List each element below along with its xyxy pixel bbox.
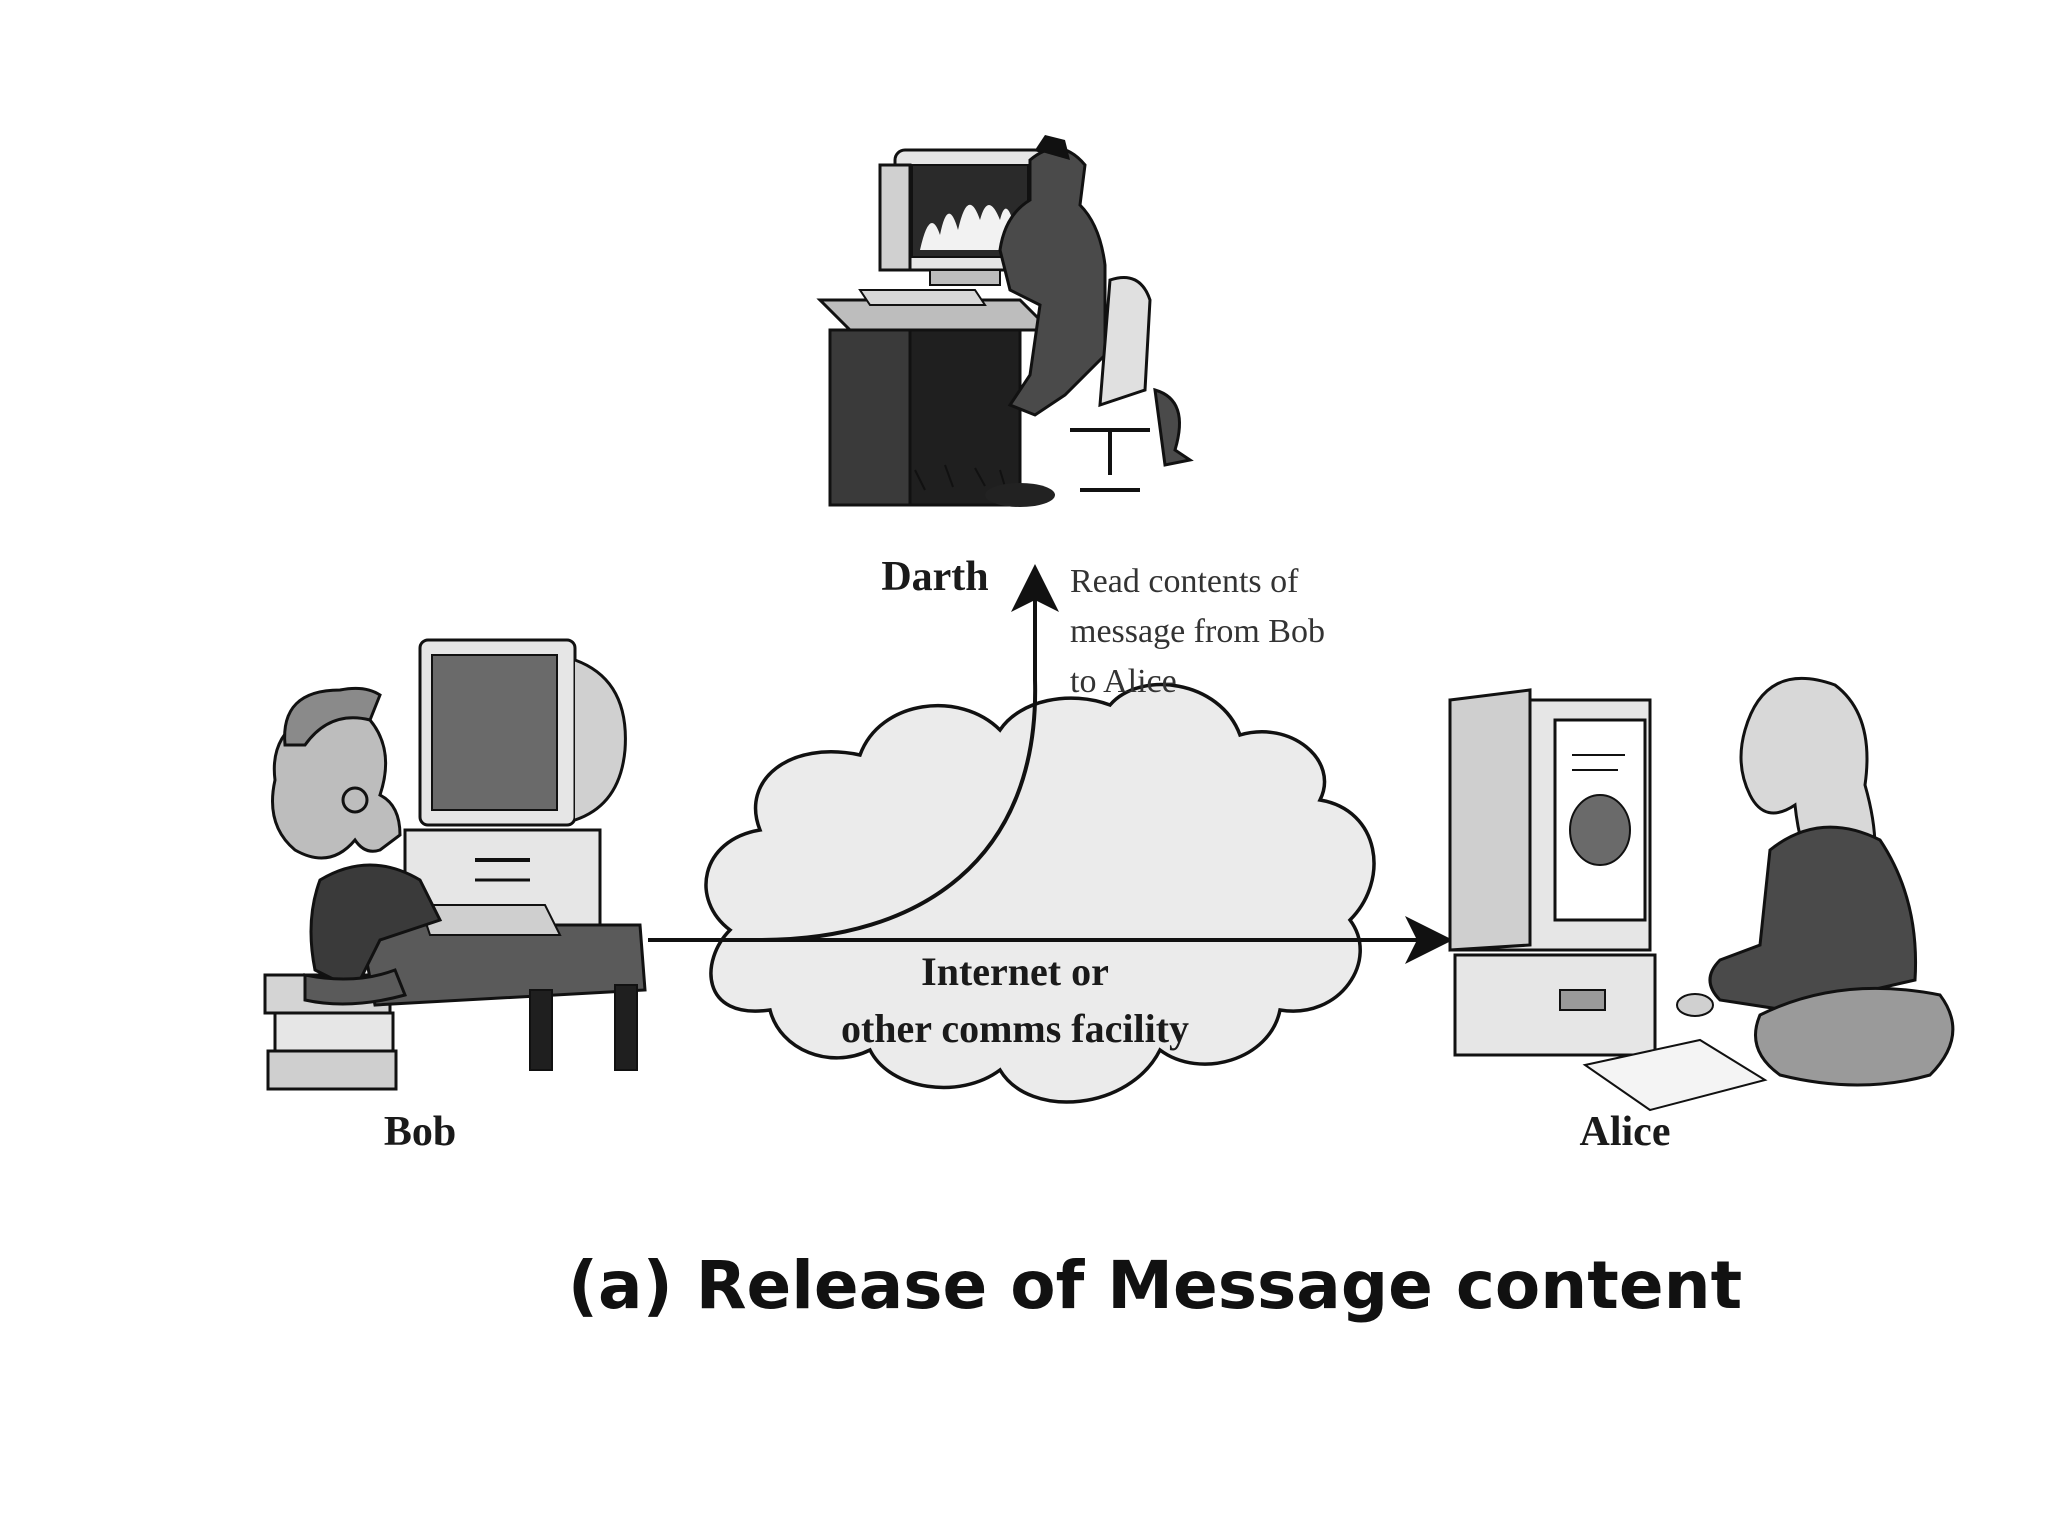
darth-illustration — [816, 135, 1194, 507]
darth-label: Darth — [881, 554, 988, 600]
alice-label: Alice — [1580, 1109, 1671, 1155]
message-flow — [648, 564, 1453, 964]
bob-label: Bob — [384, 1109, 456, 1155]
annotation-line3: to Alice — [1070, 663, 1177, 700]
alice-illustration — [1448, 676, 1955, 1112]
eavesdrop-arrow-to-darth — [759, 564, 1059, 942]
network-label-line1: Internet or — [921, 949, 1109, 994]
eavesdrop-annotation: Read contents of message from Bob to Ali… — [1070, 563, 1325, 700]
network-cloud: Internet or other comms facility — [704, 682, 1376, 1104]
cloud-shape — [704, 682, 1376, 1104]
annotation-line1: Read contents of — [1070, 563, 1299, 600]
bob-illustration — [263, 638, 647, 1091]
network-label-line2: other comms facility — [841, 1006, 1189, 1051]
annotation-line2: message from Bob — [1070, 613, 1325, 650]
figure-caption: (a) Release of Message content — [568, 1247, 1742, 1324]
